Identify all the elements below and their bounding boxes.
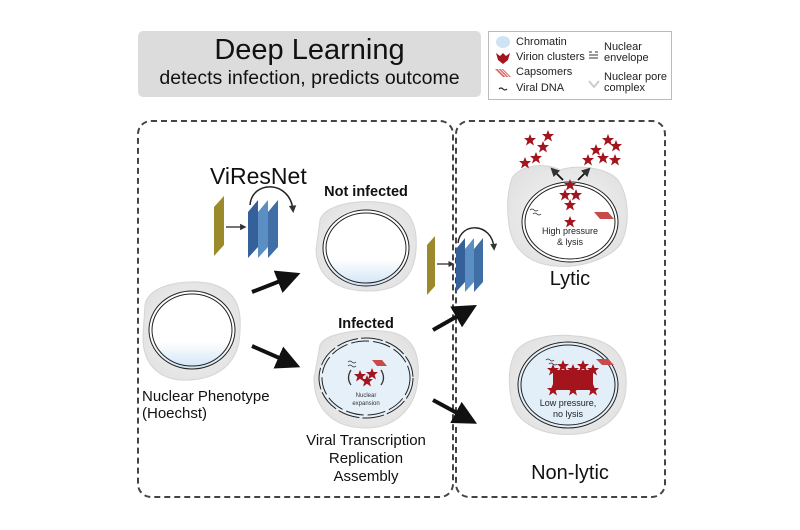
infected-inner-text-2: expansion	[352, 401, 379, 407]
legend-item-chromatin: Chromatin	[493, 36, 567, 48]
viral-dna-icon	[493, 82, 513, 94]
legend-label-line: Nuclear pore	[604, 71, 667, 83]
nuclear-envelope-icon	[587, 47, 601, 59]
legend: Chromatin Virion clusters Capsomers Vira…	[488, 31, 672, 100]
cell-nonlytic	[508, 334, 627, 435]
nonlytic-inner-text-2: no lysis	[553, 409, 584, 419]
cell-not-infected	[315, 201, 417, 292]
viral-dna-icon	[347, 360, 357, 368]
viresnet-network-icon-2	[427, 227, 498, 295]
legend-item-nuclear-pore-complex: Nuclear pore complex	[587, 72, 667, 94]
nuclear-phenotype-line-1: Nuclear Phenotype	[142, 388, 270, 405]
legend-label-line: envelope	[604, 52, 649, 64]
legend-item-viral-dna: Viral DNA	[493, 82, 564, 94]
resnet-block	[258, 200, 268, 258]
arrow-to-nonlytic	[432, 398, 478, 424]
infected-inner-text-1: Nuclear	[356, 393, 377, 399]
legend-label-line: Nuclear	[604, 41, 642, 53]
capsomers-icon	[594, 212, 614, 219]
viresnet-network-icon	[214, 186, 297, 258]
legend-item-nuclear-envelope: Nuclear envelope	[587, 42, 649, 64]
nonlytic-label: Non-lytic	[531, 462, 609, 484]
cell-nuclear-phenotype	[142, 281, 241, 381]
input-layer	[427, 236, 435, 295]
resnet-block	[248, 200, 258, 258]
network-name: ViResNet	[210, 163, 307, 189]
virion-cluster-icon	[553, 370, 593, 390]
viral-dna-icon	[529, 208, 542, 216]
input-layer	[214, 196, 224, 256]
lytic-inner-text-1: High pressure	[542, 226, 598, 236]
infected-label: Infected	[338, 316, 394, 332]
capsomers-icon	[493, 66, 513, 78]
legend-item-virion-clusters: Virion clusters	[493, 50, 585, 64]
legend-label: Virion clusters	[516, 50, 585, 63]
lytic-label: Lytic	[549, 268, 591, 290]
arrow-to-infected	[251, 344, 301, 369]
cell-lytic	[507, 130, 628, 267]
capsomers-icon	[596, 359, 614, 365]
skip-connection-arrow	[249, 186, 297, 213]
arrow-to-not-infected	[251, 270, 301, 294]
virion-clusters-icon	[493, 51, 513, 64]
cell-infected	[313, 330, 419, 429]
legend-item-capsomers: Capsomers	[493, 66, 572, 78]
infected-caption: Viral Transcription Replication Assembly	[296, 432, 436, 486]
lytic-inner-text-2: & lysis	[557, 237, 584, 247]
nuclear-pore-complex-icon	[587, 77, 601, 89]
legend-label: Nuclear envelope	[604, 42, 649, 64]
nonlytic-inner-text-1: Low pressure,	[540, 398, 597, 408]
chromatin-icon	[493, 36, 513, 48]
legend-label-line: complex	[604, 82, 645, 94]
resnet-block	[474, 238, 483, 292]
expansion-arrow-icon	[347, 369, 352, 386]
legend-label: Capsomers	[516, 65, 573, 78]
resnet-block	[456, 238, 465, 292]
viral-dna-icon	[545, 358, 558, 366]
legend-label: Nuclear pore complex	[604, 72, 667, 94]
not-infected-label: Not infected	[324, 184, 408, 200]
expansion-arrow-icon	[380, 369, 385, 386]
subtitle: detects infection, predicts outcome	[159, 67, 460, 89]
resnet-block	[268, 200, 278, 258]
nuclear-phenotype-label: Nuclear Phenotype (Hoechst)	[142, 388, 270, 422]
title-box: Deep Learning detects infection, predict…	[138, 31, 481, 97]
legend-label: Viral DNA	[516, 81, 565, 94]
arrow-to-lytic	[432, 305, 477, 332]
resnet-block	[465, 238, 474, 292]
skip-connection-arrow	[457, 227, 498, 251]
title: Deep Learning	[214, 34, 405, 66]
legend-label: Chromatin	[516, 35, 567, 48]
capsomers-icon	[372, 360, 387, 366]
caption-line-3: Assembly	[333, 468, 399, 485]
caption-line-1: Viral Transcription	[306, 432, 426, 449]
nuclear-phenotype-line-2: (Hoechst)	[142, 405, 208, 422]
caption-line-2: Replication	[328, 450, 404, 467]
